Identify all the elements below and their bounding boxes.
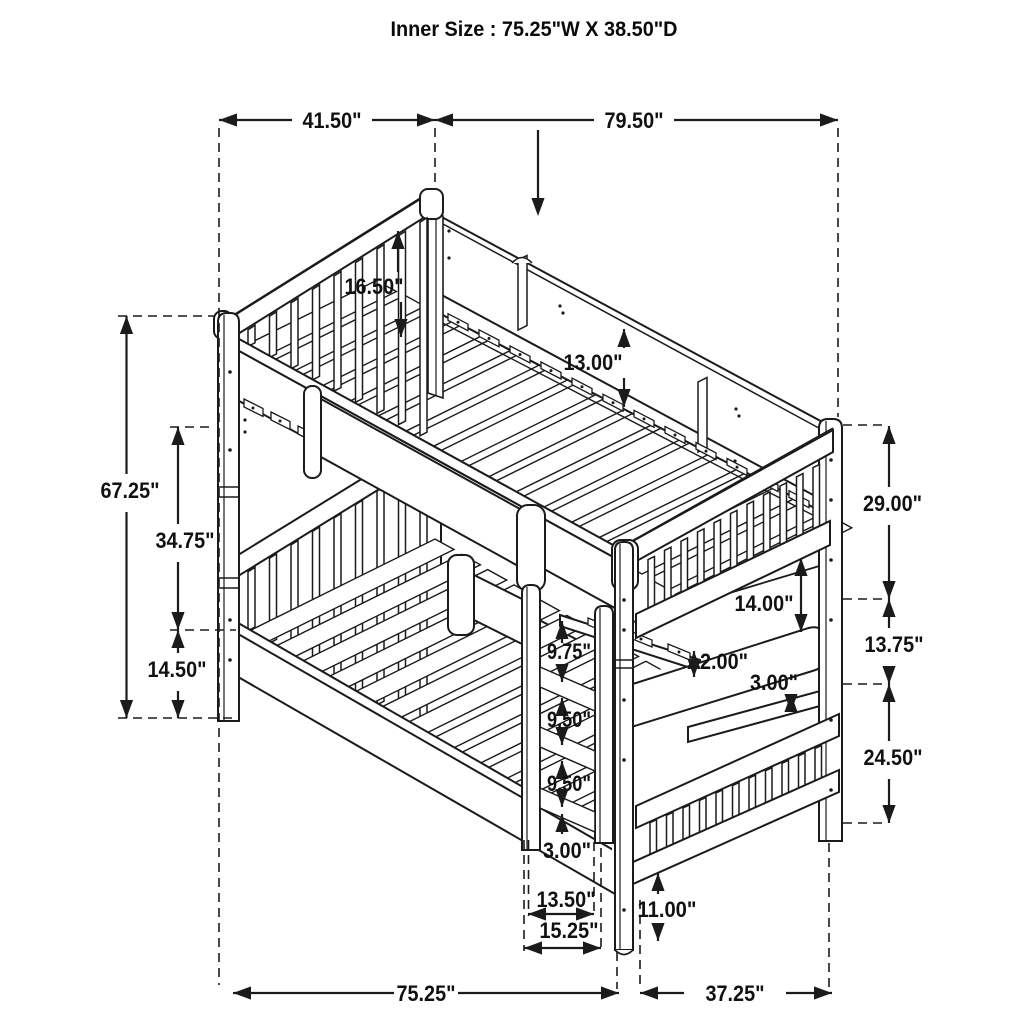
svg-text:2.00": 2.00" (700, 649, 748, 674)
svg-text:14.00": 14.00" (735, 591, 794, 616)
svg-text:16.50": 16.50" (345, 274, 404, 299)
svg-text:13.50": 13.50" (537, 887, 596, 912)
svg-text:Inner Size : 75.25"W X 38.50": Inner Size : 75.25"W X 38.50"D (391, 18, 678, 41)
svg-text:13.75": 13.75" (865, 632, 924, 657)
svg-text:24.50": 24.50" (864, 745, 923, 770)
svg-text:15.25": 15.25" (540, 918, 599, 943)
svg-text:29.00": 29.00" (863, 491, 922, 516)
svg-text:67.25": 67.25" (101, 478, 160, 503)
svg-text:9.50": 9.50" (547, 771, 591, 796)
svg-text:13.00": 13.00" (564, 350, 623, 375)
svg-text:75.25": 75.25" (397, 981, 456, 1006)
svg-text:9.75": 9.75" (547, 639, 591, 664)
svg-text:9.50": 9.50" (547, 707, 591, 732)
svg-text:37.25": 37.25" (706, 981, 765, 1006)
svg-text:34.75": 34.75" (156, 528, 215, 553)
svg-text:3.00": 3.00" (750, 670, 798, 695)
svg-text:11.00": 11.00" (638, 897, 697, 922)
svg-text:41.50": 41.50" (303, 108, 362, 133)
svg-text:3.00": 3.00" (543, 838, 591, 863)
svg-text:79.50": 79.50" (605, 108, 664, 133)
svg-text:14.50": 14.50" (148, 657, 207, 682)
